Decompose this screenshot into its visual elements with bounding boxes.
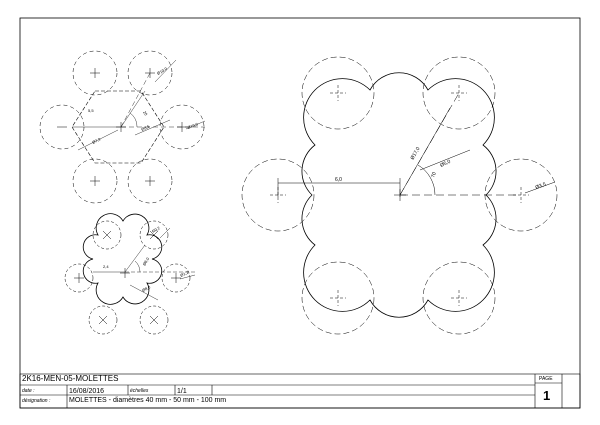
medium-lobe (139, 305, 169, 335)
date-value: 16/08/2016 (69, 388, 105, 395)
large-lobe (241, 158, 315, 232)
medium-dim-label: Ø8,0 (141, 284, 152, 293)
medium-dim-label: R0,2 (151, 225, 161, 234)
small-lobe (72, 50, 118, 96)
large-lobe (422, 261, 496, 335)
medium-lobe (161, 263, 191, 293)
large-lobe (301, 56, 375, 130)
small-lobe (72, 158, 118, 204)
drawing-title: 2K16-MEN-05-MOLETTES (22, 374, 119, 383)
scale-value: 1/1 (177, 388, 187, 395)
large-knob-view (241, 56, 558, 335)
designation-value: MOLETTES - diamètres 40 mm - 50 mm - 100… (69, 397, 227, 404)
designation-label: désignation : (22, 398, 51, 404)
scale-label: échelles (130, 388, 149, 394)
title-block (19, 373, 581, 409)
small-dim-label: Ø10,0 (156, 66, 169, 76)
small-dim-label: 5,5 (88, 108, 94, 113)
large-dim-label: Ø17,0 (410, 146, 422, 161)
medium-lobe (139, 220, 169, 250)
large-dim-label: 70 (430, 171, 438, 178)
small-dim-label: Ø10,0 (187, 121, 200, 130)
small-dim-label: Ø8,5 (140, 123, 151, 132)
large-dim-label: Ø5,0 (439, 159, 452, 169)
small-dim-label: 20 (142, 110, 149, 117)
large-lobe (301, 261, 375, 335)
medium-knob-view (64, 213, 196, 335)
large-dim-label: 6,0 (335, 177, 342, 183)
medium-dim-label: Ø1,2 (179, 269, 190, 278)
medium-dim-label: 2,4 (103, 264, 109, 269)
small-knob-view (39, 50, 206, 204)
small-dim-label: Ø7,3 (91, 136, 102, 145)
medium-lobe (64, 263, 94, 293)
date-label: date : (22, 388, 35, 394)
medium-lobe (88, 305, 118, 335)
page-label: PAGE (539, 376, 553, 382)
small-lobe (127, 50, 173, 96)
page-number: 1 (543, 388, 551, 403)
medium-lobe (92, 220, 122, 250)
large-lobe (422, 56, 496, 130)
medium-knob-outline (82, 213, 163, 305)
small-hexagon (71, 90, 165, 164)
small-lobe (127, 158, 173, 204)
medium-dim-label: Ø6,0 (142, 256, 151, 267)
large-dim-label: Ø3,5 (535, 181, 547, 190)
